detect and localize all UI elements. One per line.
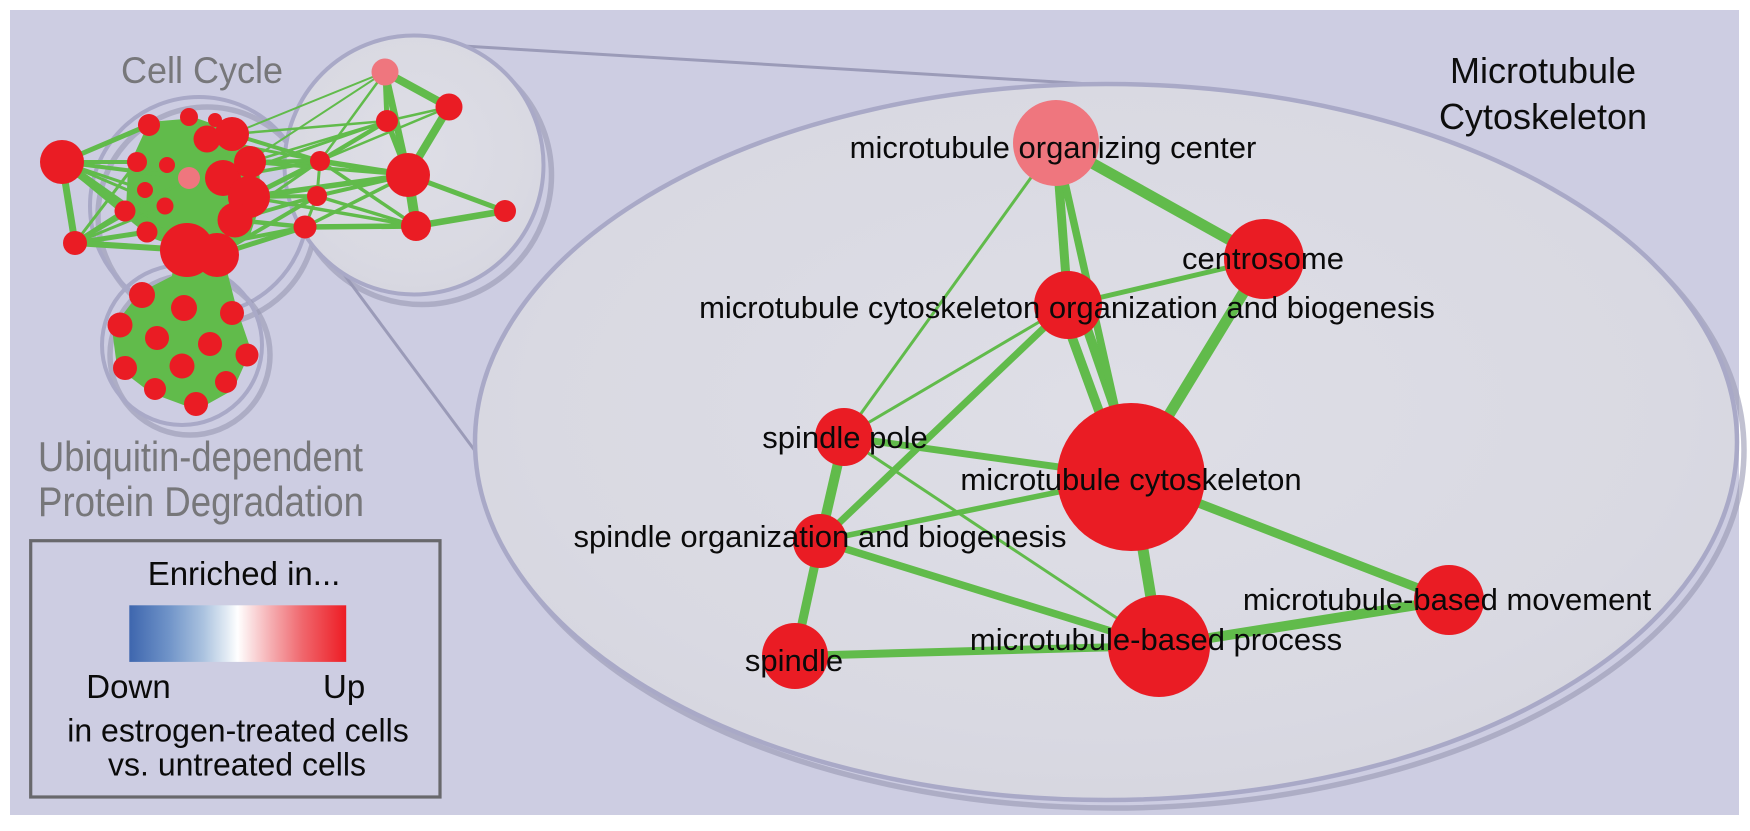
svg-text:microtubule-based movement: microtubule-based movement (1243, 582, 1652, 617)
svg-text:Ubiquitin-dependent: Ubiquitin-dependent (38, 433, 363, 480)
svg-text:spindle: spindle (745, 643, 843, 678)
svg-text:microtubule organizing center: microtubule organizing center (850, 130, 1257, 165)
svg-text:centrosome: centrosome (1182, 241, 1344, 276)
svg-text:spindle pole: spindle pole (762, 420, 927, 455)
svg-text:Up: Up (323, 668, 365, 705)
svg-text:Protein Degradation: Protein Degradation (38, 478, 364, 525)
svg-text:Cytoskeleton: Cytoskeleton (1439, 96, 1647, 137)
svg-text:microtubule-based process: microtubule-based process (970, 622, 1342, 657)
svg-text:microtubule cytoskeleton organ: microtubule cytoskeleton organization an… (699, 290, 1435, 325)
svg-text:in estrogen-treated cells: in estrogen-treated cells (67, 713, 409, 749)
svg-text:microtubule cytoskeleton: microtubule cytoskeleton (960, 462, 1301, 497)
svg-text:Down: Down (86, 668, 170, 705)
svg-text:Microtubule: Microtubule (1450, 50, 1636, 91)
svg-text:Enriched in...: Enriched in... (148, 555, 341, 592)
svg-text:vs. untreated cells: vs. untreated cells (108, 747, 366, 783)
svg-text:Cell Cycle: Cell Cycle (121, 50, 283, 91)
svg-text:spindle organization and bioge: spindle organization and biogenesis (574, 519, 1067, 554)
